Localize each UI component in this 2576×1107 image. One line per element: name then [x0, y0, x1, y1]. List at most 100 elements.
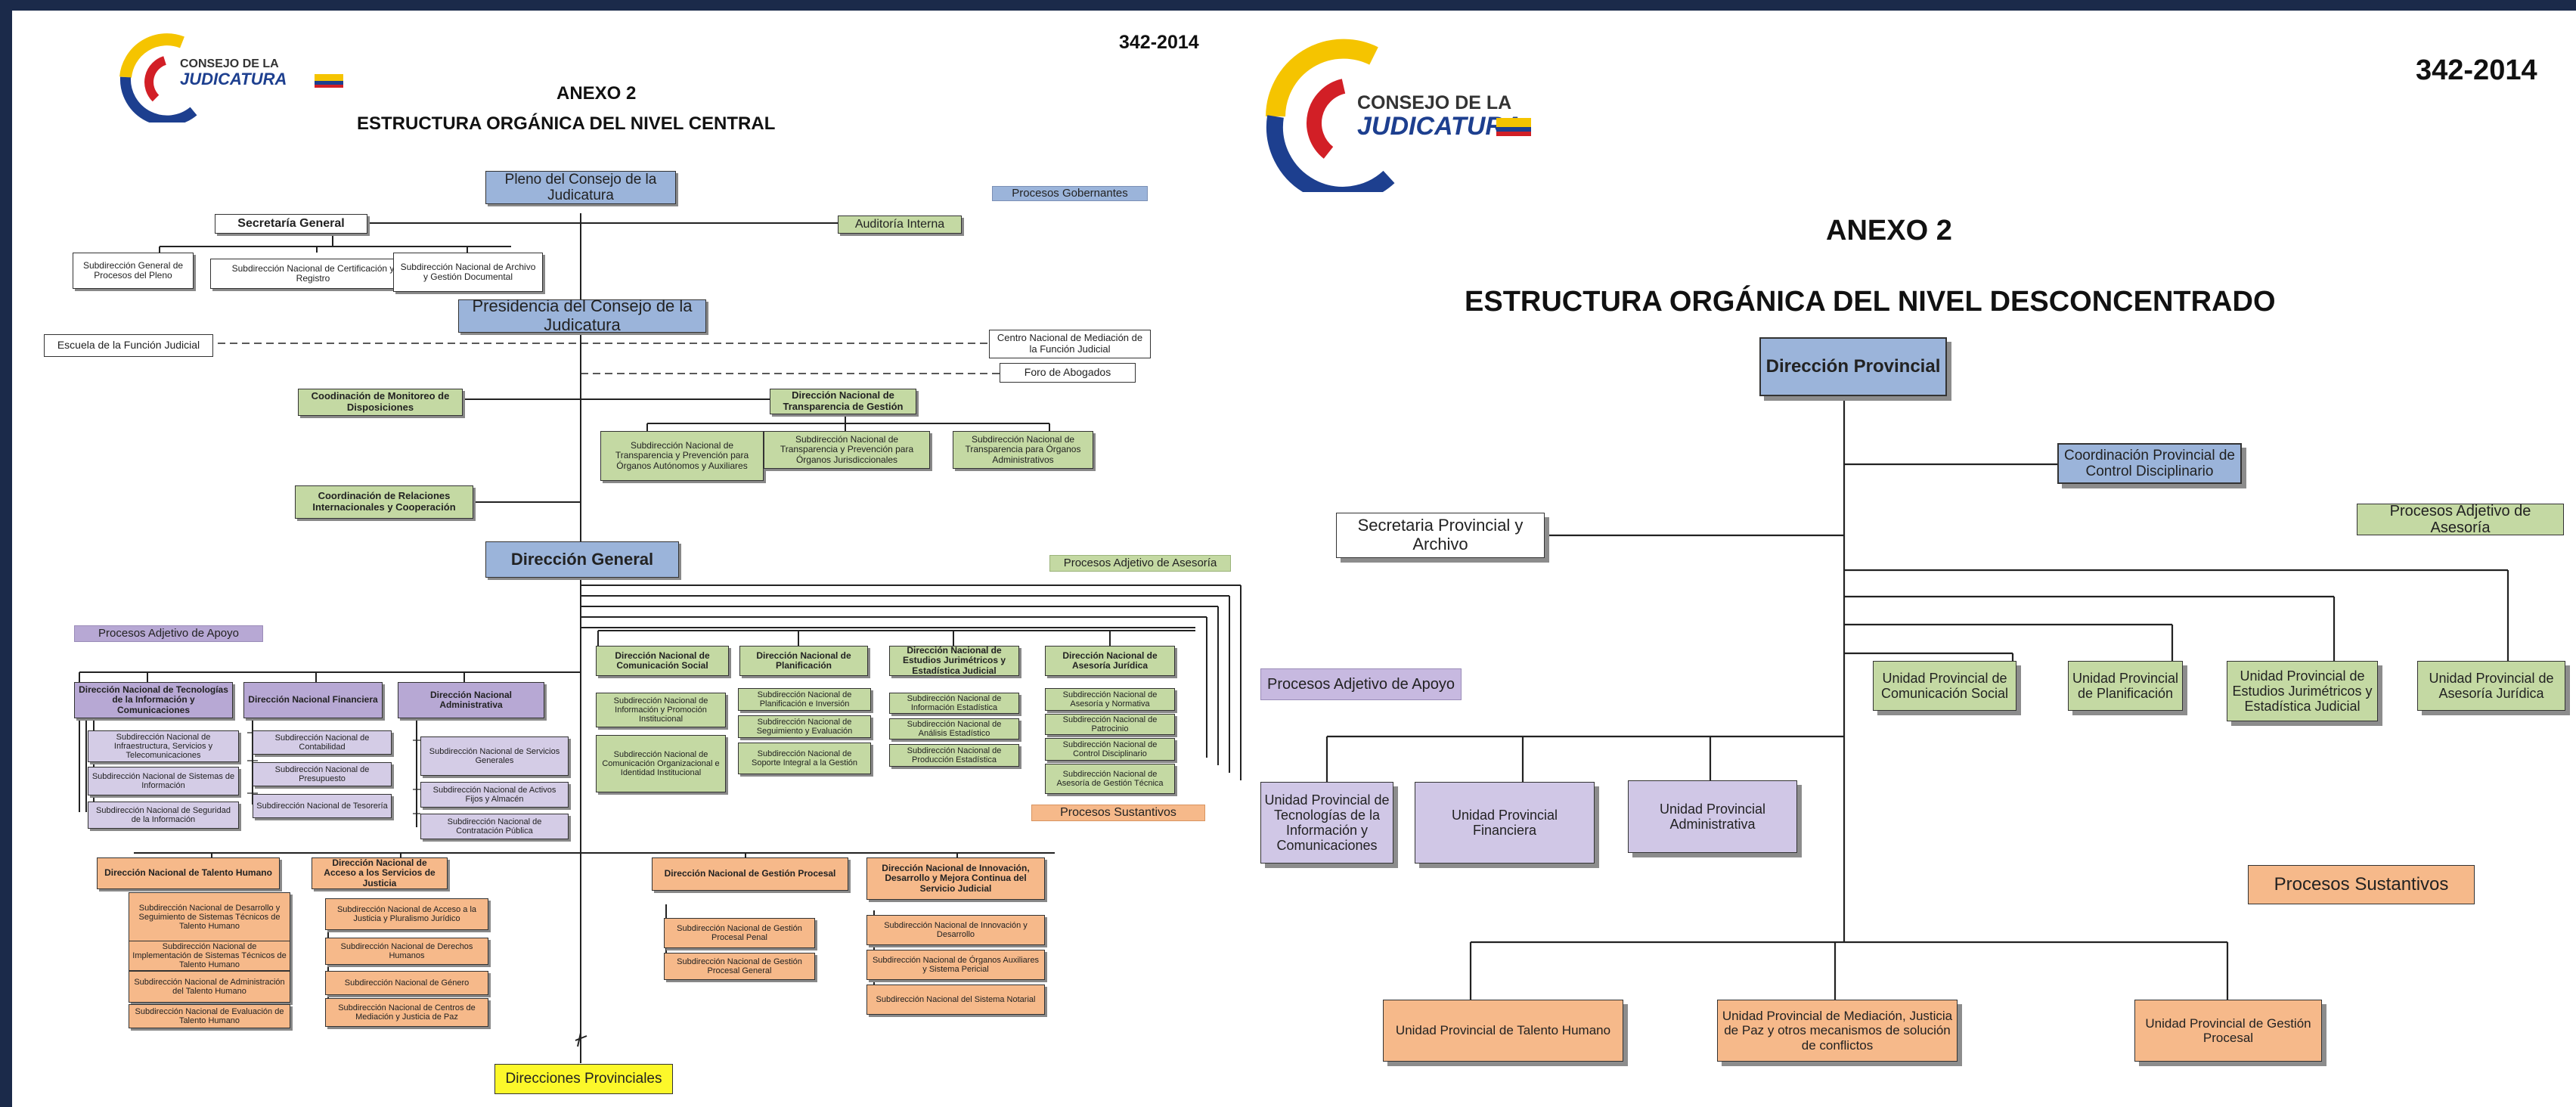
- logo2-line1: CONSEJO DE LA: [1357, 92, 1512, 113]
- pleno-box: Pleno del Consejo de la Judicatura: [485, 171, 676, 204]
- apoyo-unit-box: Unidad Provincial de Tecnologías de la I…: [1260, 782, 1393, 864]
- doc-number-2: 342-2014: [2416, 54, 2537, 86]
- apoyo-sub-box: Subdirección Nacional de Sistemas de Inf…: [88, 767, 239, 795]
- apoyo-sub-box: Subdirección Nacional de Seguridad de la…: [88, 802, 239, 829]
- asesoria-direction-box: Dirección Nacional de Planificación: [739, 646, 868, 676]
- asesoria-sub-box: Subdirección Nacional de Información Est…: [889, 693, 1019, 714]
- asesoria-unit-box: Unidad Provincial de Planificación: [2068, 661, 2183, 711]
- apoyo-unit-box: Unidad Provincial Financiera: [1415, 782, 1595, 864]
- presidencia-box: Presidencia del Consejo de la Judicatura: [458, 297, 706, 334]
- page-title: ESTRUCTURA ORGÁNICA DEL NIVEL CENTRAL: [357, 113, 776, 134]
- logo-line2: JUDICATURA: [180, 70, 287, 88]
- sustantivos-direction-box: Dirección Nacional de Gestión Procesal: [652, 857, 848, 891]
- auditoria-interna-box: Auditoría Interna: [838, 216, 962, 234]
- sustantivos-label: Procesos Sustantivos: [1031, 805, 1205, 821]
- sustantivos-direction-box: Dirección Nacional de Acceso a los Servi…: [312, 857, 448, 889]
- apoyo-sub-box: Subdirección Nacional de Contratación Pú…: [420, 814, 569, 839]
- sustantivos-direction-box: Dirección Nacional de Innovación, Desarr…: [866, 857, 1045, 900]
- apoyo-sub-box: Subdirección Nacional de Servicios Gener…: [420, 736, 569, 776]
- asesoria-sub-box: Subdirección Nacional de Comunicación Or…: [596, 735, 726, 792]
- sustantivos-sub-box: Subdirección Nacional de Gestión Procesa…: [664, 918, 815, 948]
- sustantivos-sub-box: Subdirección Nacional de Centros de Medi…: [325, 998, 488, 1027]
- apoyo-direction-box: Dirección Nacional Financiera: [243, 682, 383, 718]
- apoyo-sub-box: Subdirección Nacional de Activos Fijos y…: [420, 782, 569, 808]
- asesoria-sub-box: Subdirección Nacional de Control Discipl…: [1045, 738, 1175, 761]
- secretaria-sub-box: Subdirección Nacional de Certificación y…: [210, 259, 416, 289]
- sustantivos-direction-box: Dirección Nacional de Talento Humano: [97, 857, 280, 889]
- asesoria-label-2: Procesos Adjetivo de Asesoría: [2357, 503, 2564, 536]
- transparencia-box: Dirección Nacional de Transparencia de G…: [770, 389, 916, 414]
- consejo-judicatura-logo-2: CONSEJO DE LA JUDICATURA: [1253, 33, 1555, 200]
- ecuador-flag-icon-2: [1496, 118, 1531, 136]
- logo-line1: CONSEJO DE LA: [180, 57, 279, 70]
- sustantivos-sub-box: Subdirección Nacional de Acceso a la Jus…: [325, 898, 488, 930]
- secretaria-sub-box: Subdirección Nacional de Archivo y Gesti…: [393, 253, 543, 292]
- ecuador-flag-icon: [315, 74, 343, 88]
- sustantivos-sub-box: Subdirección Nacional de Órganos Auxilia…: [866, 950, 1045, 980]
- direcciones-provinciales-box: Direcciones Provinciales: [494, 1064, 673, 1094]
- asesoria-unit-box: Unidad Provincial de Estudios Jurimétric…: [2227, 661, 2378, 721]
- direccion-provincial-box: Dirección Provincial: [1759, 337, 1947, 396]
- sustantivos-unit-box: Unidad Provincial de Gestión Procesal: [2134, 1000, 2322, 1062]
- secretaria-sub-box: Subdirección General de Procesos del Ple…: [73, 253, 194, 289]
- sustantivos-sub-box: Subdirección Nacional de Género: [325, 971, 488, 995]
- foro-abogados-box: Foro de Abogados: [1000, 363, 1136, 383]
- central-level-chart-page: CONSEJO DE LA JUDICATURA 342-2014 ANEXO …: [12, 11, 1253, 1107]
- asesoria-sub-box: Subdirección Nacional de Planificación e…: [738, 688, 871, 711]
- secretaria-general-box: Secretaría General: [215, 214, 367, 234]
- logo-swoosh-icon-2: [1266, 39, 1395, 192]
- sustantivos-sub-box: Subdirección Nacional de Gestión Procesa…: [664, 953, 815, 980]
- deconcentrated-connector-lines: [1325, 396, 2509, 1000]
- apoyo-unit-box: Unidad Provincial Administrativa: [1628, 780, 1797, 853]
- asesoria-direction-box: Dirección Nacional de Comunicación Socia…: [596, 646, 729, 676]
- asesoria-label: Procesos Adjetivo de Asesoría: [1049, 555, 1231, 572]
- asesoria-unit-box: Unidad Provincial de Asesoría Jurídica: [2417, 661, 2565, 711]
- logo-swoosh-icon: [119, 33, 197, 122]
- direccion-general-box: Dirección General: [485, 541, 679, 578]
- transparencia-sub-box: Subdirección Nacional de Transparencia p…: [953, 431, 1093, 469]
- sustantivos-unit-box: Unidad Provincial de Mediación, Justicia…: [1717, 1000, 1958, 1062]
- apoyo-sub-box: Subdirección Nacional de Tesorería: [253, 794, 392, 818]
- coordinacion-disciplinario-box: Coordinación Provincial de Control Disci…: [2057, 443, 2242, 484]
- asesoria-sub-box: Subdirección Nacional de Asesoría y Norm…: [1045, 688, 1175, 711]
- transparencia-sub-box: Subdirección Nacional de Transparencia y…: [600, 431, 764, 481]
- asesoria-sub-box: Subdirección Nacional de Soporte Integra…: [738, 743, 871, 774]
- logo2-line2: JUDICATURA: [1357, 112, 1523, 141]
- apoyo-sub-box: Subdirección Nacional de Presupuesto: [253, 762, 392, 786]
- sustantivos-sub-box: Subdirección Nacional de Derechos Humano…: [325, 938, 488, 965]
- asesoria-direction-box: Dirección Nacional de Asesoría Jurídica: [1045, 646, 1175, 676]
- transparencia-sub-box: Subdirección Nacional de Transparencia y…: [764, 431, 930, 469]
- annex-label: ANEXO 2: [556, 83, 637, 104]
- sustantivos-sub-box: Subdirección Nacional de Implementación …: [129, 941, 290, 971]
- sustantivos-label-2: Procesos Sustantivos: [2248, 865, 2475, 904]
- asesoria-sub-box: Subdirección Nacional de Análisis Estadí…: [889, 718, 1019, 740]
- centro-mediacion-box: Centro Nacional de Mediación de la Funci…: [989, 330, 1151, 358]
- apoyo-sub-box: Subdirección Nacional de Contabilidad: [253, 730, 392, 755]
- annex-label-2: ANEXO 2: [1826, 215, 1952, 247]
- sustantivos-unit-box: Unidad Provincial de Talento Humano: [1383, 1000, 1623, 1062]
- secretaria-provincial-box: Secretaria Provincial y Archivo: [1336, 513, 1545, 558]
- consejo-judicatura-logo: CONSEJO DE LA JUDICATURA: [110, 24, 367, 122]
- asesoria-sub-box: Subdirección Nacional de Seguimiento y E…: [738, 715, 871, 738]
- doc-number: 342-2014: [1119, 32, 1199, 53]
- apoyo-sub-box: Subdirección Nacional de Infraestructura…: [88, 730, 239, 762]
- escuela-box: Escuela de la Función Judicial: [44, 334, 213, 357]
- apoyo-label-2: Procesos Adjetivo de Apoyo: [1260, 668, 1462, 700]
- page-title-2: ESTRUCTURA ORGÁNICA DEL NIVEL DESCONCENT…: [1465, 286, 2276, 318]
- asesoria-unit-box: Unidad Provincial de Comunicación Social: [1873, 661, 2016, 711]
- apoyo-label: Procesos Adjetivo de Apoyo: [74, 625, 263, 642]
- sustantivos-sub-box: Subdirección Nacional del Sistema Notari…: [866, 985, 1045, 1015]
- sustantivos-sub-box: Subdirección Nacional de Innovación y De…: [866, 915, 1045, 945]
- asesoria-sub-box: Subdirección Nacional de Patrocinio: [1045, 714, 1175, 735]
- central-connector-lines: [79, 213, 1242, 1063]
- monitoreo-box: Coodinación de Monitoreo de Disposicione…: [298, 389, 463, 416]
- sustantivos-sub-box: Subdirección Nacional de Administración …: [129, 971, 290, 1003]
- asesoria-sub-box: Subdirección Nacional de Información y P…: [596, 693, 726, 727]
- deconcentrated-level-chart-page: CONSEJO DE LA JUDICATURA 342-2014 ANEXO …: [1253, 11, 2576, 1107]
- apoyo-direction-box: Dirección Nacional Administrativa: [398, 682, 544, 718]
- asesoria-sub-box: Subdirección Nacional de Producción Esta…: [889, 744, 1019, 767]
- asesoria-direction-box: Dirección Nacional de Estudios Jurimétri…: [889, 645, 1019, 676]
- procesos-gobernantes-label: Procesos Gobernantes: [992, 186, 1148, 201]
- sustantivos-sub-box: Subdirección Nacional de Desarrollo y Se…: [129, 892, 290, 942]
- apoyo-direction-box: Dirección Nacional de Tecnologías de la …: [74, 682, 233, 718]
